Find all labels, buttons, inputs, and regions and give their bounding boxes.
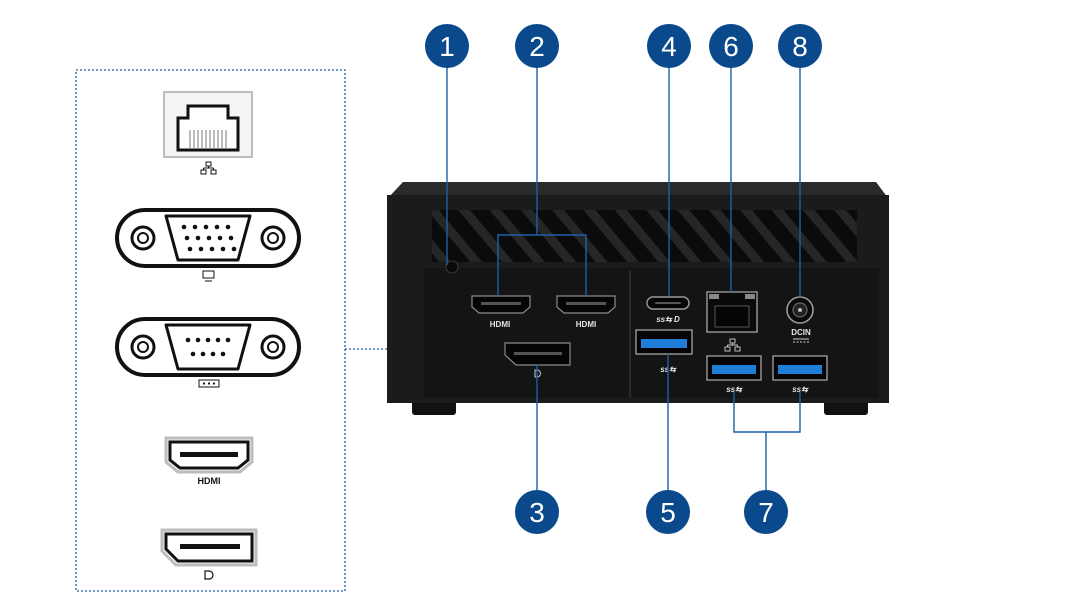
callout-badge-1: 1 xyxy=(425,24,469,68)
callout-badge-6: 6 xyxy=(709,24,753,68)
kensington-lock xyxy=(445,260,459,274)
leader-line-2a xyxy=(497,234,587,295)
svg-text:7: 7 xyxy=(758,497,774,528)
dc-in-port xyxy=(786,296,814,324)
svg-text:1: 1 xyxy=(439,31,455,62)
callout-badge-4: 4 xyxy=(647,24,691,68)
usb-a-port-rear-1 xyxy=(706,355,762,381)
hdmi-icon xyxy=(164,436,254,474)
svg-text:3: 3 xyxy=(529,497,545,528)
svg-text:2: 2 xyxy=(529,31,545,62)
sidebar-hdmi-label: HDMI xyxy=(198,476,221,486)
callout-badge-3: 3 xyxy=(515,490,559,534)
leader-line-7a xyxy=(733,392,801,433)
callout-badge-5: 5 xyxy=(646,490,690,534)
ethernet-port-symbol-icon xyxy=(724,338,741,352)
device-vent xyxy=(432,210,857,262)
vga-icon xyxy=(115,208,301,268)
usb-a-rear-1-symbol-icon: ss⇆ xyxy=(726,385,743,394)
serial-icon xyxy=(115,317,301,377)
hdmi-port-2 xyxy=(556,295,616,314)
network-symbol-icon xyxy=(200,161,217,175)
monitor-symbol-icon xyxy=(202,270,215,282)
hdmi-port-1 xyxy=(471,295,531,314)
usb-c-symbol-icon: ss⇆ D xyxy=(656,315,680,324)
callout-badge-2: 2 xyxy=(515,24,559,68)
svg-text:6: 6 xyxy=(723,31,739,62)
displayport-port xyxy=(504,342,571,366)
dc-in-label: DCIN xyxy=(791,328,811,337)
ethernet-icon xyxy=(163,91,253,158)
connector-legend-panel: HDMI xyxy=(75,69,505,592)
displayport-icon xyxy=(160,528,258,567)
usb-c-port xyxy=(646,296,690,310)
svg-text:8: 8 xyxy=(792,31,808,62)
hdmi-port-2-label: HDMI xyxy=(576,320,596,329)
dp-symbol-icon xyxy=(204,570,214,580)
usb-a-rear-2-symbol-icon: ss⇆ xyxy=(792,385,809,394)
svg-text:5: 5 xyxy=(660,497,676,528)
leader-lines xyxy=(446,66,801,490)
ethernet-port xyxy=(706,291,758,333)
serial-symbol-icon xyxy=(198,379,220,388)
usb-a-port-front xyxy=(635,329,693,355)
usb-a-port-rear-2 xyxy=(772,355,828,381)
callout-badge-8: 8 xyxy=(778,24,822,68)
legend-dotted-frame xyxy=(75,69,346,592)
device-top-lid xyxy=(388,182,888,198)
callout-badge-7: 7 xyxy=(744,490,788,534)
hdmi-port-1-label: HDMI xyxy=(490,320,510,329)
mini-pc-rear-view: HDMI HDMI ss⇆ D ss⇆ xyxy=(387,182,889,415)
svg-text:4: 4 xyxy=(661,31,677,62)
